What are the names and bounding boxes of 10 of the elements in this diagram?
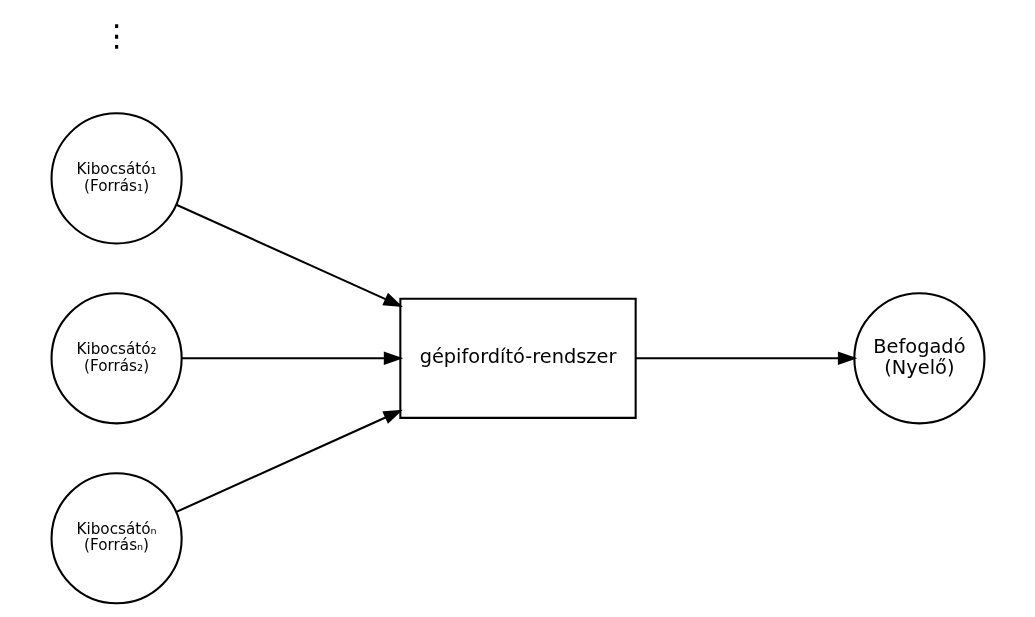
- arrow: [181, 351, 403, 366]
- node-circle: Befogadó (Nyelő): [852, 292, 985, 425]
- node-circle: Kibocsátó₂ (Forrás₂): [50, 292, 183, 425]
- node-box: gépifordító-rendszer: [398, 297, 637, 419]
- arrow: [175, 203, 403, 307]
- label: ⋮: [100, 18, 132, 54]
- node-circle: Kibocsátóₙ (Forrásₙ): [50, 472, 183, 605]
- node-circle: Kibocsátó₁ (Forrás₁): [50, 112, 183, 245]
- arrow: [175, 409, 403, 513]
- arrow: [635, 351, 857, 366]
